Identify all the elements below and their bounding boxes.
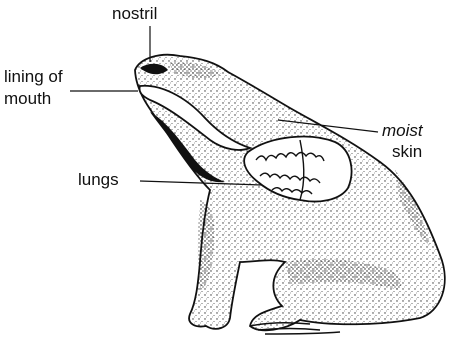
moist-skin-label-line1: moist (382, 121, 423, 140)
lungs-label: lungs (78, 170, 119, 189)
lining-of-mouth-label-line2: mouth (4, 89, 51, 108)
moist-skin-label-line2: skin (392, 142, 422, 161)
nostril-label: nostril (112, 4, 157, 23)
lining-of-mouth-label-line1: lining of (4, 67, 63, 86)
